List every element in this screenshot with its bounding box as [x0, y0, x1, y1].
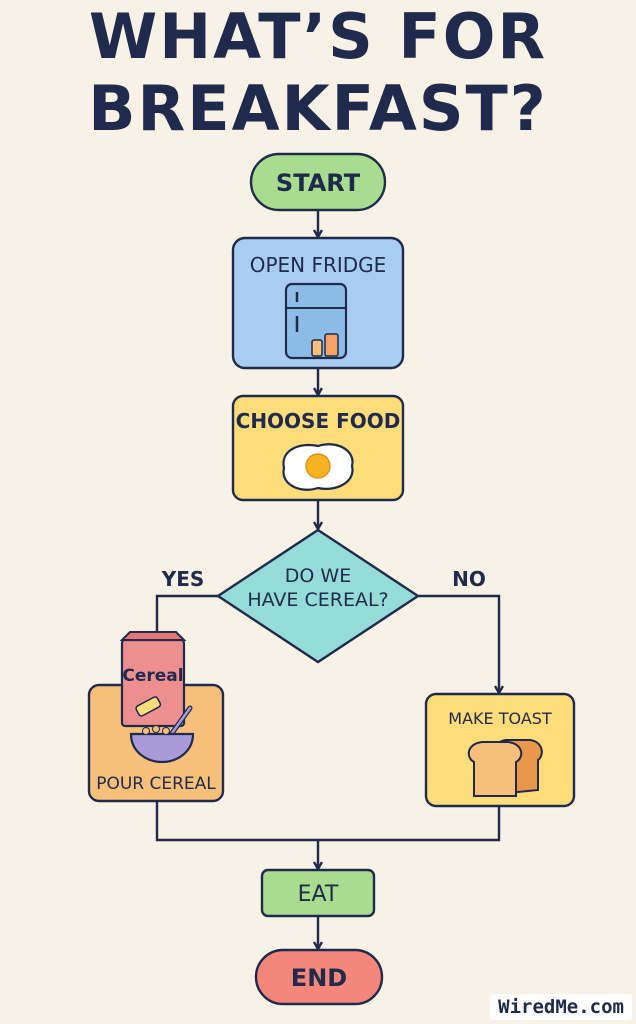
- eat-label: EAT: [298, 882, 339, 907]
- eat-node: EAT: [260, 868, 376, 918]
- cereal-bowl-icon: [129, 705, 195, 764]
- title-line-2: BREAKFAST?: [88, 72, 548, 145]
- make-toast-node: MAKE TOAST: [424, 692, 576, 808]
- start-node: START: [249, 152, 387, 212]
- open-fridge-label: OPEN FRIDGE: [250, 253, 387, 277]
- merge-line: [155, 800, 501, 842]
- arrow-yes-branch: [157, 594, 218, 638]
- toast-icon: [467, 739, 543, 797]
- choose-food-node: CHOOSE FOOD: [231, 394, 405, 502]
- connectors: [157, 210, 499, 948]
- make-toast-label: MAKE TOAST: [448, 709, 552, 728]
- decision-node: DO WE HAVE CEREAL?: [215, 528, 421, 664]
- decision-label-line-2: HAVE CEREAL?: [247, 589, 388, 611]
- yes-label: YES: [161, 567, 205, 591]
- fried-egg-icon: [282, 443, 354, 491]
- watermark: WiredMe.com: [490, 994, 632, 1020]
- decision-label-line-1: DO WE: [285, 565, 351, 587]
- pour-cereal-node: Cereal POUR CEREAL: [87, 631, 225, 803]
- cereal-box-text: Cereal: [122, 666, 183, 686]
- choose-food-label: CHOOSE FOOD: [236, 409, 401, 433]
- end-node: END: [254, 948, 384, 1006]
- no-label: NO: [452, 567, 486, 591]
- pour-cereal-label: POUR CEREAL: [96, 774, 216, 794]
- open-fridge-node: OPEN FRIDGE: [231, 236, 405, 370]
- end-label: END: [291, 964, 347, 992]
- arrow-no-branch: [418, 594, 499, 692]
- start-label: START: [276, 169, 361, 197]
- cereal-box-icon: Cereal: [119, 631, 187, 728]
- title-line-1: WHAT’S FOR: [88, 0, 548, 73]
- fridge-icon: [284, 282, 348, 360]
